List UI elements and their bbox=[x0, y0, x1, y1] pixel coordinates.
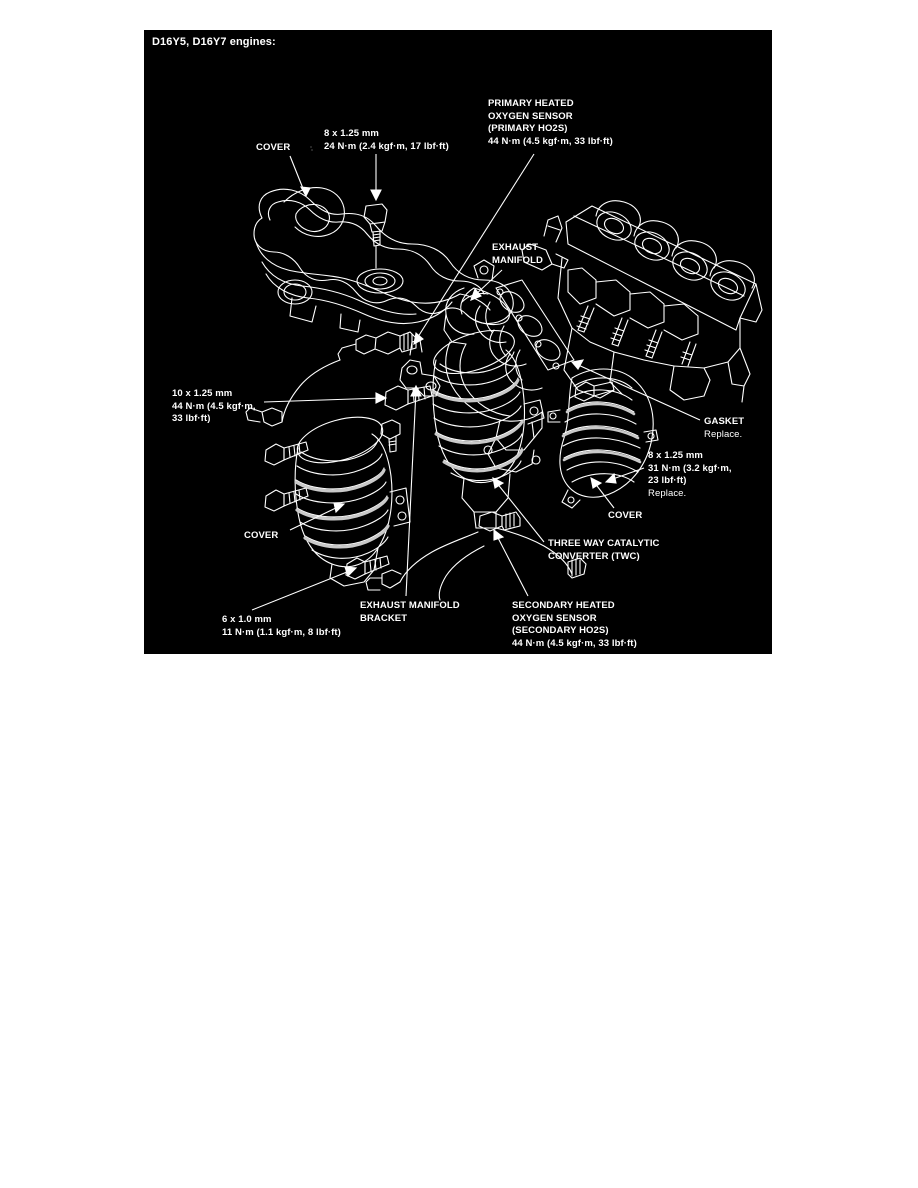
callout-line: EXHAUST bbox=[492, 242, 539, 253]
callout-primary-ho2s: PRIMARY HEATED OXYGEN SENSOR (PRIMARY HO… bbox=[488, 98, 613, 148]
callout-line: 8 x 1.25 mm bbox=[648, 450, 703, 461]
callout-line: 8 x 1.25 mm bbox=[324, 128, 379, 139]
callout-line: PRIMARY HEATED bbox=[488, 98, 574, 109]
callout-line: 44 N·m (4.5 kgf·m, 33 lbf·ft) bbox=[488, 135, 613, 147]
callout-line: GASKET bbox=[704, 416, 745, 427]
callout-secondary-ho2s: SECONDARY HEATED OXYGEN SENSOR (SECONDAR… bbox=[512, 600, 637, 650]
callout-exhaust-manifold: EXHAUST MANIFOLD bbox=[492, 242, 543, 267]
callout-line: COVER bbox=[244, 530, 279, 541]
callout-line: 6 x 1.0 mm bbox=[222, 614, 272, 625]
cover-bolt-top bbox=[363, 203, 388, 269]
callout-line: Replace. bbox=[704, 428, 743, 440]
callout-line: COVER bbox=[608, 510, 643, 521]
callout-cover-left: COVER bbox=[244, 530, 278, 543]
engine-block-shape bbox=[521, 200, 763, 403]
callout-cover-right: COVER bbox=[608, 510, 642, 523]
callout-line: OXYGEN SENSOR bbox=[512, 612, 597, 624]
callout-line: 31 N·m (3.2 kgf·m, bbox=[648, 462, 732, 474]
exhaust-system-line-drawing bbox=[245, 146, 763, 601]
callout-line: SECONDARY HEATED bbox=[512, 600, 615, 611]
callout-line: COVER bbox=[256, 142, 291, 153]
callout-bolt-8x125-31nm: 8 x 1.25 mm 31 N·m (3.2 kgf·m, 23 lbf·ft… bbox=[648, 450, 732, 500]
callout-bolt-8x125-24nm: 8 x 1.25 mm 24 N·m (2.4 kgf·m, 17 lbf·ft… bbox=[324, 128, 449, 153]
callout-line: EXHAUST MANIFOLD bbox=[360, 600, 460, 611]
callout-line: MANIFOLD bbox=[492, 254, 543, 266]
callout-line: (PRIMARY HO2S) bbox=[488, 123, 568, 134]
callout-line: CONVERTER (TWC) bbox=[548, 550, 640, 562]
callout-line: 11 N·m (1.1 kgf·m, 8 lbf·ft) bbox=[222, 626, 341, 638]
callout-line: 44 N·m (4.5 kgf·m, bbox=[172, 400, 256, 412]
callout-bolt-10x125: 10 x 1.25 mm 44 N·m (4.5 kgf·m, 33 lbf·f… bbox=[172, 388, 256, 426]
figure-panel: D16Y5, D16Y7 engines: bbox=[144, 30, 772, 654]
callout-line: 33 lbf·ft) bbox=[172, 413, 211, 424]
twc-left-cover-shape bbox=[294, 416, 411, 587]
primary-ho2s-sensor-shape bbox=[245, 331, 417, 427]
callout-line: 24 N·m (2.4 kgf·m, 17 lbf·ft) bbox=[324, 140, 449, 152]
callout-line: 44 N·m (4.5 kgf·m, 33 lbf·ft) bbox=[512, 637, 637, 649]
manifold-cover-right-shape bbox=[547, 368, 659, 509]
callout-line: 10 x 1.25 mm bbox=[172, 388, 233, 399]
callout-cover-top: COVER bbox=[256, 142, 290, 155]
callout-exhaust-manifold-bracket: EXHAUST MANIFOLD BRACKET bbox=[360, 600, 460, 625]
callout-line: Replace. bbox=[648, 487, 687, 499]
callout-bolt-6x10: 6 x 1.0 mm 11 N·m (1.1 kgf·m, 8 lbf·ft) bbox=[222, 614, 341, 639]
callout-line: (SECONDARY HO2S) bbox=[512, 625, 609, 636]
callout-gasket: GASKET Replace. bbox=[704, 416, 744, 441]
figure-title: D16Y5, D16Y7 engines: bbox=[152, 36, 276, 48]
callout-line: THREE WAY CATALYTIC bbox=[548, 538, 660, 549]
callout-line: 23 lbf·ft) bbox=[648, 475, 687, 486]
callout-line: OXYGEN SENSOR bbox=[488, 110, 573, 122]
exhaust-manifold-cover-shape bbox=[253, 146, 514, 333]
callout-line: BRACKET bbox=[360, 612, 408, 624]
twc-center-shape bbox=[431, 329, 545, 529]
callout-twc: THREE WAY CATALYTIC CONVERTER (TWC) bbox=[548, 538, 660, 563]
